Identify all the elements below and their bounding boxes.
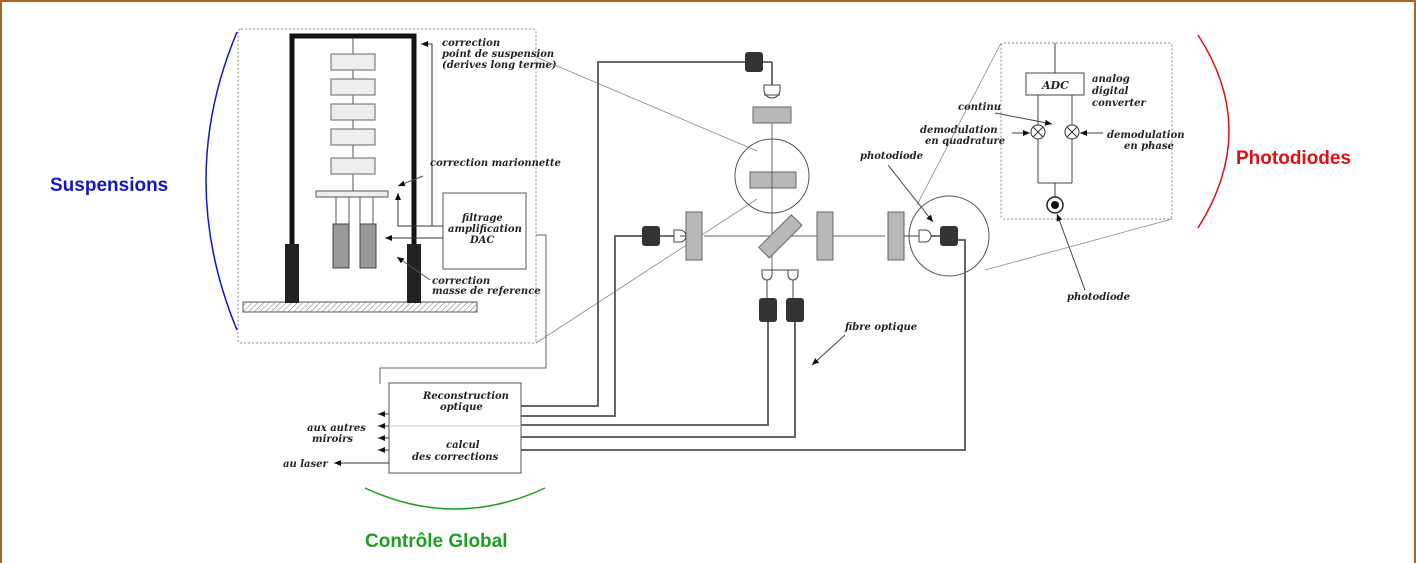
filter-stage-4 (330, 128, 376, 146)
detector-bottom-2 (786, 298, 804, 322)
filter-stage-1 (330, 53, 376, 71)
global-bracket (364, 487, 546, 510)
demod-phase-1: demodulation (1107, 130, 1185, 141)
mixer-phase (1064, 124, 1080, 140)
fibre-links (379, 61, 966, 451)
mixer-quadrature (1030, 124, 1046, 140)
correction-marionnette: correction marionnette (430, 158, 561, 169)
correction-suspension-3: (derives long terme) (442, 60, 557, 71)
frame-leg-right (407, 244, 421, 303)
correction-suspension-2: point de suspension (442, 49, 554, 60)
adc-box (1025, 72, 1085, 96)
photodiode-label: photodiode (860, 151, 923, 162)
adc-text: ADC (1041, 79, 1069, 92)
correction-masse-1: correction (432, 276, 490, 287)
mirror-left (685, 211, 703, 261)
photodiode-bottom-label: photodiode (1067, 292, 1130, 303)
detector-bottom-1 (759, 298, 777, 322)
filter-stage-3 (330, 103, 376, 121)
controle-global-label: Contrôle Global (365, 531, 508, 552)
detector-top (745, 52, 763, 72)
suspension-frame (289, 33, 417, 246)
suspension-inset: filtrage amplification DAC correction po… (237, 28, 561, 344)
correction-suspension-1: correction (442, 38, 500, 49)
adc-desc-2: digital (1092, 86, 1129, 97)
demod-quad-2: en quadrature (925, 136, 1005, 147)
detector-right (940, 226, 958, 246)
mirror-right-2 (887, 211, 905, 261)
beam-splitter (758, 214, 803, 259)
suspension-inset-border (237, 28, 537, 344)
mirror-mass (332, 223, 350, 269)
fibre-optique-label: fibre optique (844, 322, 917, 333)
suspensions-bracket (205, 31, 238, 331)
calcul-text-2: des corrections (412, 452, 499, 463)
demod-quad-1: demodulation (920, 125, 998, 136)
suspensions-label: Suspensions (50, 175, 168, 196)
photodiodes-bracket (1197, 34, 1230, 229)
mirror-right-1 (816, 211, 834, 261)
reference-mass (359, 223, 377, 269)
calcul-text-1: calcul (446, 440, 480, 451)
photodiode-inset: ADC analog digital converter continu dem… (920, 42, 1185, 303)
correction-masse-2: masse de reference (432, 286, 541, 297)
detector-left (642, 226, 660, 246)
filtrage-text-2: amplification (448, 224, 522, 235)
global-control: Reconstruction optique calcul des correc… (283, 382, 522, 474)
photodiodes-label: Photodiodes (1236, 148, 1351, 169)
ground-plate (242, 301, 478, 313)
adc-desc-3: converter (1092, 98, 1146, 109)
demod-phase-2: en phase (1124, 141, 1174, 152)
aux-autres-1: aux autres (307, 423, 366, 434)
interferometer: photodiode (642, 52, 990, 322)
filtrage-text-3: DAC (469, 235, 494, 246)
frame-leg-left (285, 244, 299, 303)
reconstruction-text-2: optique (440, 402, 483, 413)
continu-label: continu (958, 102, 1001, 113)
global-control-box (388, 382, 522, 474)
reconstruction-text-1: Reconstruction (422, 391, 509, 402)
mirror-top (752, 106, 792, 124)
filter-stage-5 (330, 157, 376, 175)
filter-stage-2 (330, 78, 376, 96)
aux-autres-2: miroirs (312, 434, 353, 445)
mirror-end (749, 171, 797, 189)
au-laser: au laser (283, 459, 329, 470)
marionette (315, 190, 389, 198)
adc-desc-1: analog (1092, 74, 1130, 85)
filtrage-box (442, 192, 527, 270)
filtrage-text-1: filtrage (461, 213, 503, 224)
